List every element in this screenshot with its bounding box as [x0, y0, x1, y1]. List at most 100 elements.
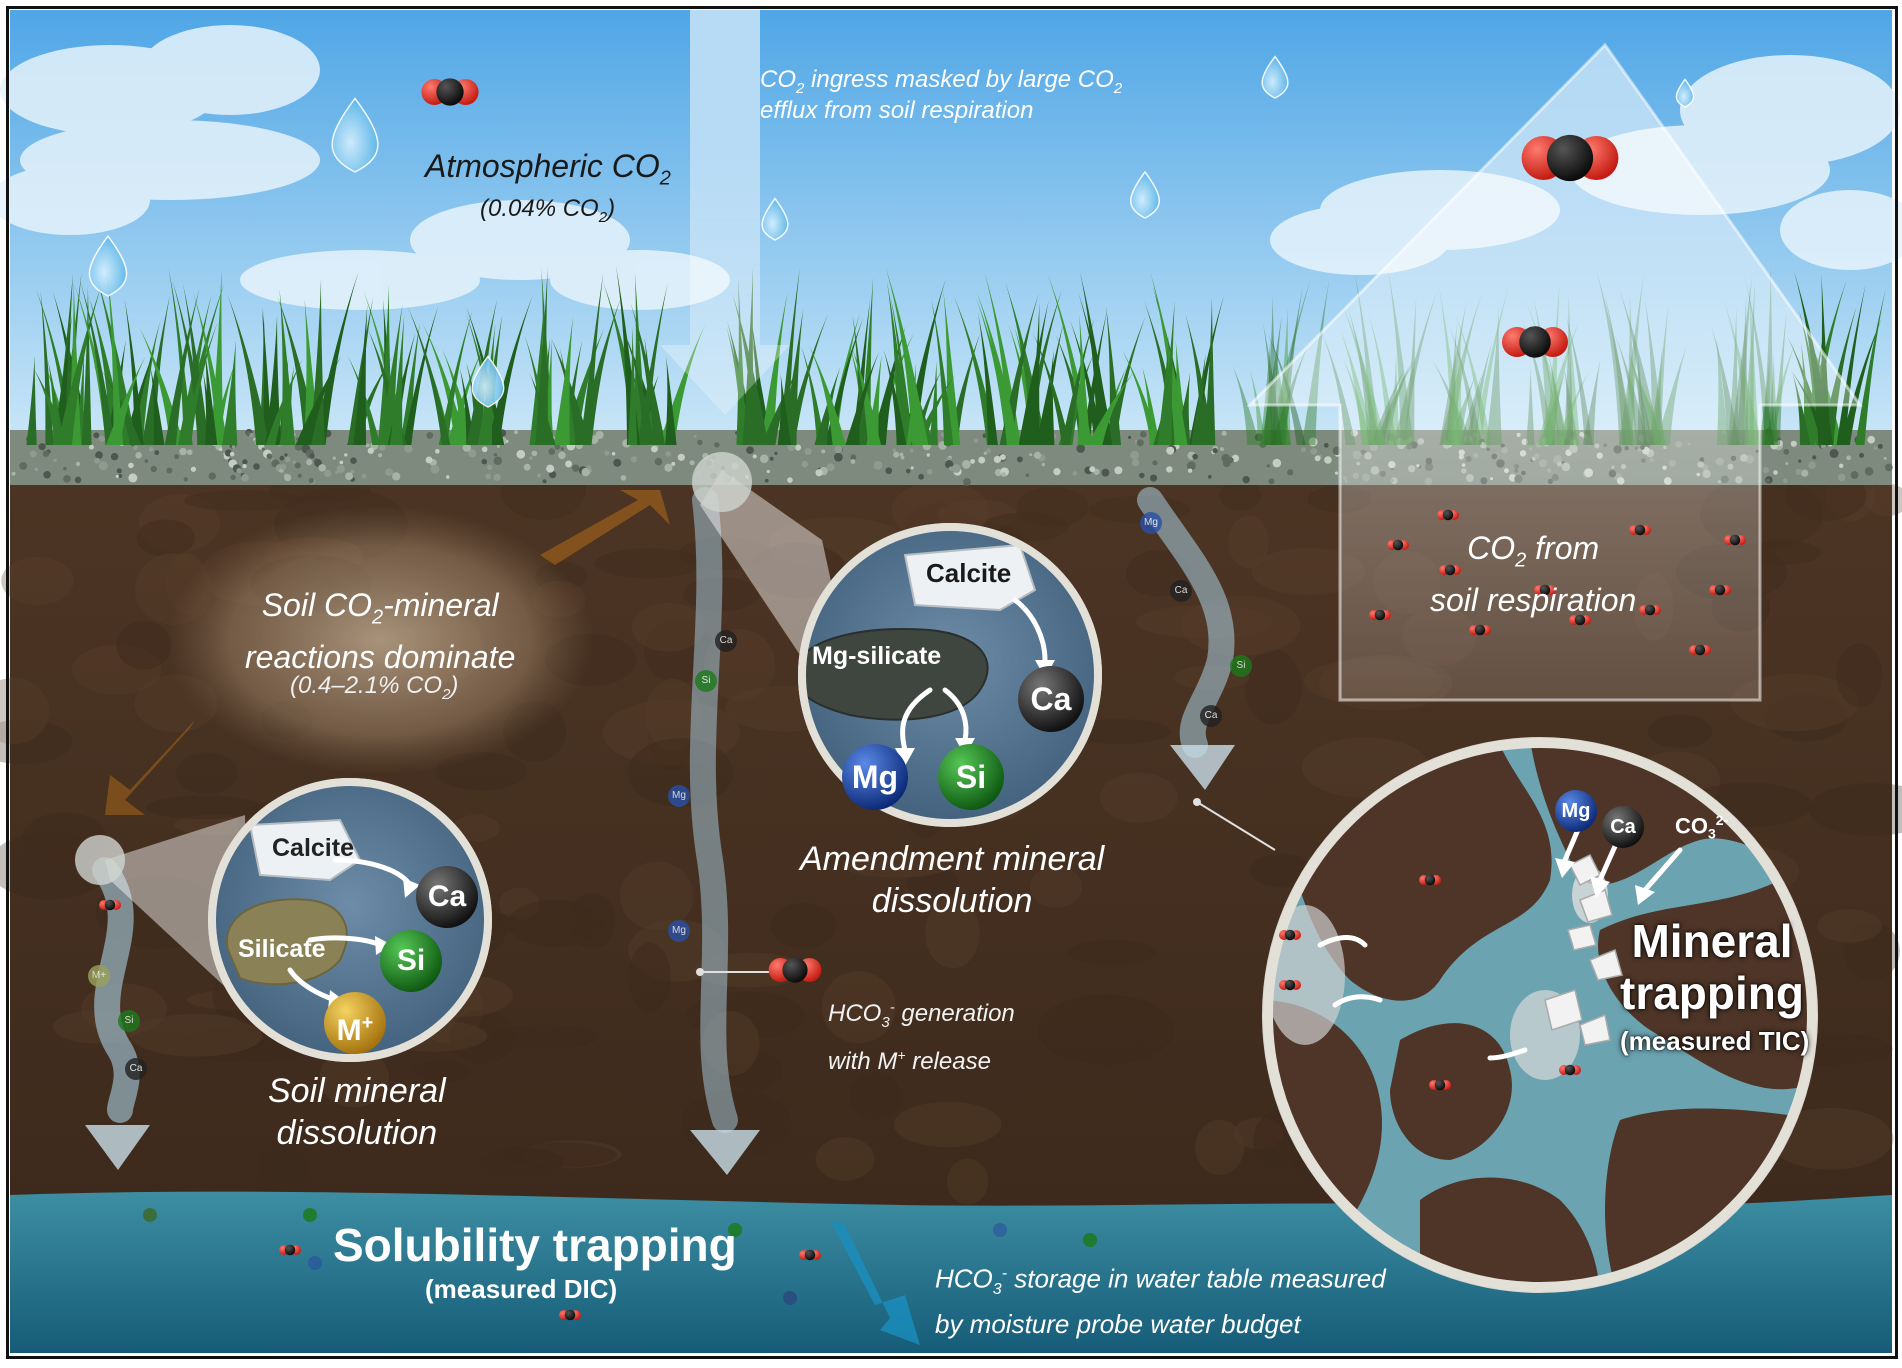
flow-path-right — [1137, 487, 1235, 758]
amendment-calcite-label: Calcite — [926, 558, 1012, 588]
gravel-pebble — [1770, 441, 1779, 450]
soil-clod — [1817, 909, 1882, 943]
middle-path-ion: Mg — [668, 785, 690, 807]
gravel-pebble — [892, 448, 897, 453]
co2-molecule — [1559, 1064, 1581, 1076]
soil-clod — [146, 795, 262, 820]
gravel-pebble — [1166, 466, 1173, 473]
gravel-pebble — [850, 459, 856, 464]
gravel-pebble — [963, 477, 971, 486]
gravel-pebble — [1850, 471, 1859, 479]
gravel-pebble — [951, 464, 961, 473]
soil-reactions-sub: 2 — [371, 606, 384, 629]
grass-blade — [422, 322, 468, 445]
soil-clod — [1195, 1119, 1245, 1175]
grass-blade — [1077, 314, 1091, 445]
right-path-ion: Ca — [1170, 580, 1192, 602]
gravel-pebble — [1053, 468, 1061, 476]
grass-blade — [1261, 316, 1282, 445]
gravel-pebble — [285, 456, 291, 463]
grass-blade — [976, 291, 1020, 445]
gravel-pebble — [481, 458, 488, 465]
gravel-pebble — [183, 477, 188, 482]
grass-blade — [580, 272, 604, 445]
gravel-pebble — [1166, 446, 1175, 455]
soil-clod — [449, 1009, 516, 1065]
gravel-pebble — [1017, 456, 1023, 463]
grass-blade — [1260, 337, 1271, 445]
gravel-pebble — [279, 455, 285, 461]
soil-clod — [1249, 853, 1314, 888]
gravel-pebble — [651, 445, 658, 453]
gravel-pebble — [144, 459, 149, 463]
gravel-pebble — [850, 454, 857, 461]
soil-mineral-line1: Soil mineral — [268, 1072, 446, 1110]
gravel-pebble — [339, 460, 344, 465]
grass-blade — [407, 306, 451, 445]
grass-blade — [180, 322, 218, 445]
gravel-pebble — [764, 478, 769, 483]
soil-reactions-label: Soil CO2-mineral reactions dominate — [245, 585, 515, 677]
soil-calcite-label: Calcite — [272, 834, 354, 862]
grass-blade — [438, 310, 473, 445]
grass-blade — [576, 298, 621, 445]
frame-border — [6, 6, 1898, 1359]
respiration-up-arrow — [1246, 42, 1863, 702]
amendment-line1: Amendment mineral — [800, 840, 1105, 878]
grass-blade — [551, 338, 591, 445]
atmospheric-pct-a: (0.04% CO — [480, 195, 599, 222]
gravel-pebble — [1864, 467, 1874, 476]
gravel-pebble — [1149, 474, 1158, 482]
gravel-pebble — [135, 451, 142, 459]
glow-arrow-down — [105, 720, 195, 815]
grass-blade — [227, 295, 270, 445]
soil-clod — [937, 499, 1017, 530]
gravel-pebble — [571, 464, 580, 472]
grass-blade — [402, 305, 439, 445]
grass-blade — [1261, 363, 1273, 445]
soil-clod — [850, 1072, 902, 1120]
soil-clod — [893, 1101, 1002, 1148]
grass-blade — [478, 323, 496, 445]
co2-molecule — [1429, 1079, 1451, 1091]
gravel-pebble — [292, 460, 296, 464]
mineral-trapping-label: Mineral trapping — [1620, 915, 1804, 1019]
gravel-pebble — [43, 470, 51, 479]
grass-blade — [1191, 353, 1206, 445]
gravel-pebble — [365, 443, 370, 448]
gravel-pebble — [75, 461, 81, 467]
grass-blade — [1840, 318, 1882, 445]
left-path-ion: Si — [118, 1010, 140, 1032]
gravel-pebble — [1846, 455, 1852, 461]
gravel-pebble — [253, 463, 260, 470]
gravel-pebble — [1308, 437, 1318, 447]
hco3-gen-sup: - — [889, 999, 895, 1016]
gravel-pebble — [986, 448, 991, 453]
gravel-pebble — [1790, 440, 1797, 447]
gravel-pebble — [795, 444, 802, 451]
grass-blade — [1263, 295, 1279, 445]
flow-path-middle — [689, 487, 738, 1133]
soil-clod — [1228, 515, 1269, 569]
gravel-pebble — [430, 464, 440, 474]
gravel-pebble — [542, 479, 547, 484]
gravel-pebble — [63, 475, 71, 483]
storage-b: storage in water table measured — [1007, 1263, 1386, 1294]
gravel-pebble — [445, 475, 450, 479]
co2-molecule — [1439, 564, 1461, 576]
soil-clod — [136, 519, 196, 557]
soil-clod — [319, 1048, 389, 1108]
grass-blade — [26, 355, 37, 445]
gravel-pebble — [496, 444, 500, 448]
gravel-pebble — [1222, 459, 1231, 468]
gravel-pebble — [516, 449, 526, 459]
gravel-pebble — [1187, 468, 1193, 473]
grass-blade — [1161, 300, 1175, 445]
soil-pct-sub: 2 — [442, 685, 451, 703]
water-ion — [143, 1208, 157, 1222]
amendment-ca-ion: Ca — [1018, 666, 1084, 732]
left-path-ion: Ca — [125, 1058, 147, 1080]
gravel-pebble — [38, 443, 46, 451]
soil-clod — [1836, 643, 1883, 708]
grass-blade — [1855, 288, 1886, 445]
